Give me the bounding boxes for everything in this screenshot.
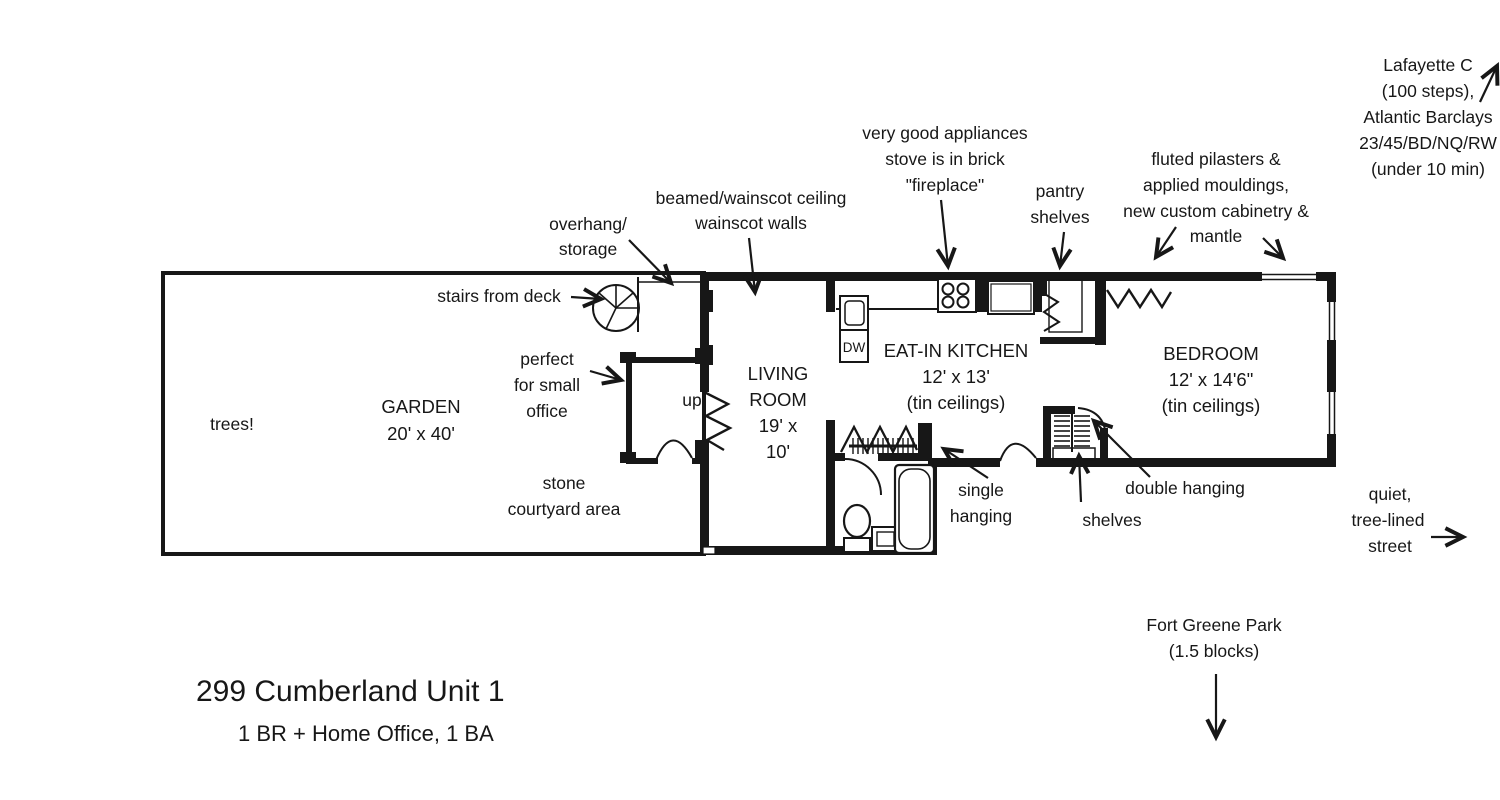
park-note-1: Fort Greene Park <box>1146 615 1281 635</box>
office-note-3: office <box>526 401 568 421</box>
garden-label: GARDEN <box>381 396 460 417</box>
shelves-arrow <box>1069 451 1091 503</box>
up-label: up <box>682 390 701 410</box>
living-room-label-2: ROOM <box>749 389 807 410</box>
stairs-from-deck-arrow <box>570 287 606 309</box>
pantry <box>1042 279 1083 333</box>
appliances-arrow <box>935 199 957 271</box>
garden-dims: 20' x 40' <box>387 423 455 444</box>
double-hanging-arrow <box>1090 417 1151 478</box>
appliances-note-3: "fireplace" <box>906 175 985 195</box>
bedroom-mantle <box>1105 287 1173 310</box>
pantry-note-2: shelves <box>1030 207 1090 227</box>
dishwasher-label: DW <box>843 340 866 355</box>
appliances-note-2: stove is in brick <box>885 149 1005 169</box>
living-room-label-1: LIVING <box>748 363 809 384</box>
office-note-1: perfect <box>520 349 574 369</box>
trees-label: trees! <box>210 414 254 434</box>
subway-note-3: Atlantic Barclays <box>1363 107 1493 127</box>
kitchen-label: EAT-IN KITCHEN <box>884 340 1029 361</box>
bedroom-dims: 12' x 14'6" <box>1169 369 1254 390</box>
bedroom-ceiling-note: (tin ceilings) <box>1162 395 1261 416</box>
windows <box>702 273 1336 555</box>
kitchen-ceiling-note: (tin ceilings) <box>907 392 1006 413</box>
single-hanging-label-2: hanging <box>950 506 1012 526</box>
kitchen-hall-door <box>999 442 1037 462</box>
courtyard-note-2: courtyard area <box>508 499 621 519</box>
single-hanging-arrow <box>940 446 989 479</box>
annotation-arrows <box>570 61 1500 742</box>
street-note-3: street <box>1368 536 1412 556</box>
millwork-arrow-left <box>1153 226 1177 261</box>
office-note-2: for small <box>514 375 580 395</box>
living-room-dims-2: 10' <box>766 441 790 462</box>
millwork-note-2: applied mouldings, <box>1143 175 1289 195</box>
pantry-arrow <box>1051 231 1073 271</box>
subway-note-1: Lafayette C <box>1383 55 1473 75</box>
office-arrow <box>589 365 626 386</box>
page-subtitle: 1 BR + Home Office, 1 BA <box>238 721 494 746</box>
courtyard-note-1: stone <box>543 473 586 493</box>
street-note-2: tree-lined <box>1352 510 1425 530</box>
subway-note-4: 23/45/BD/NQ/RW <box>1359 133 1497 153</box>
millwork-note-3: new custom cabinetry & <box>1123 201 1309 221</box>
shelves-label: shelves <box>1082 510 1142 530</box>
subway-arrow <box>1479 61 1500 103</box>
single-hanging-closet <box>839 424 919 455</box>
overhang-note-2: storage <box>559 239 617 259</box>
bedroom-label: BEDROOM <box>1163 343 1259 364</box>
ceiling-note-2: wainscot walls <box>694 213 807 233</box>
park-note-2: (1.5 blocks) <box>1169 641 1259 661</box>
pantry-note-1: pantry <box>1036 181 1085 201</box>
millwork-arrow-right <box>1262 237 1287 262</box>
kitchen-dims: 12' x 13' <box>922 366 990 387</box>
kitchen-fixtures <box>836 278 1035 363</box>
living-room-dims-1: 19' x <box>759 415 798 436</box>
millwork-note-4: mantle <box>1190 226 1243 246</box>
overhang-note-1: overhang/ <box>549 214 627 234</box>
double-hanging-closet <box>1052 407 1107 461</box>
page-title: 299 Cumberland Unit 1 <box>196 675 505 708</box>
ceiling-note-1: beamed/wainscot ceiling <box>656 188 847 208</box>
appliances-note-1: very good appliances <box>862 123 1028 143</box>
millwork-note-1: fluted pilasters & <box>1151 149 1281 169</box>
ceiling-arrow <box>742 237 764 297</box>
bathroom-fixtures <box>842 458 936 555</box>
overhang-arrow <box>628 239 675 287</box>
up-stairs-door <box>703 390 733 452</box>
home-office <box>626 357 706 464</box>
single-hanging-label-1: single <box>958 480 1004 500</box>
garden-outline <box>161 271 706 556</box>
deck-and-spiral-stair <box>592 277 700 332</box>
subway-note-2: (100 steps), <box>1382 81 1474 101</box>
stairs-from-deck-label: stairs from deck <box>437 286 561 306</box>
subway-note-5: (under 10 min) <box>1371 159 1485 179</box>
double-hanging-label: double hanging <box>1125 478 1245 498</box>
street-note-1: quiet, <box>1369 484 1412 504</box>
